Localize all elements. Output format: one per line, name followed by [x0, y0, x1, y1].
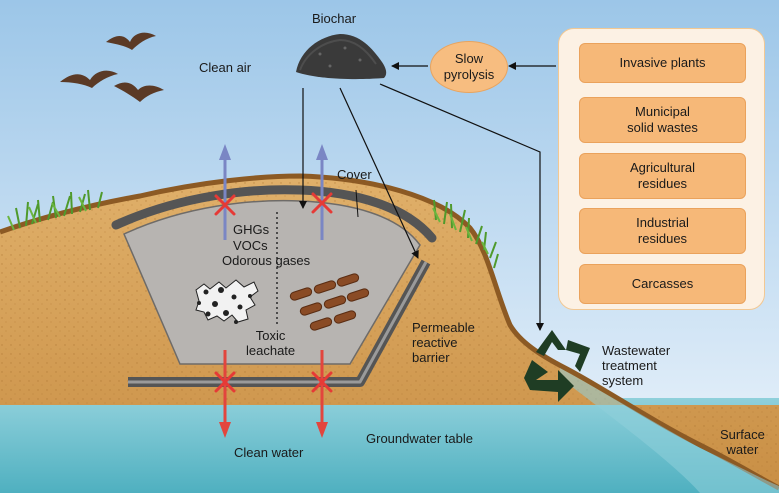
bird-icon — [60, 32, 164, 102]
source-label: Invasive plants — [619, 55, 706, 70]
permeable-reactive-barrier-label: Permeable reactive barrier — [412, 320, 475, 365]
cover-label: Cover — [337, 167, 372, 182]
source-label: Agricultural residues — [629, 160, 696, 191]
biomass-logs-icon — [289, 273, 370, 331]
block-mark-gas-left — [214, 194, 236, 216]
arrow-biochar-to-wastewater — [379, 83, 544, 331]
groundwater — [0, 398, 779, 493]
mixed-waste-icon — [195, 279, 259, 324]
arrow-biochar-to-barrier — [339, 87, 419, 259]
gas-arrow-left — [219, 144, 231, 240]
water-arrow-left — [219, 350, 231, 438]
source-invasive-plants: Invasive plants — [579, 43, 746, 83]
source-label: Industrial residues — [636, 215, 689, 246]
grass-right — [432, 199, 499, 269]
source-label: Carcasses — [631, 276, 694, 291]
grass-left — [7, 189, 103, 231]
wastewater-treatment-system-label: Wastewater treatment system — [602, 343, 671, 388]
ghgs-label: GHGs — [233, 222, 270, 237]
slow-pyrolysis-node: Slow pyrolysis — [430, 41, 508, 93]
source-industrial-residues: Industrial residues — [579, 208, 746, 254]
clean-water-label: Clean water — [234, 445, 304, 460]
surface-water-label: Surface water — [720, 427, 765, 457]
cover-liner — [111, 185, 437, 243]
block-mark-water-right — [311, 371, 333, 393]
toxic-leachate-label: Toxic leachate — [246, 328, 296, 358]
feedstock-panel: Invasive plants Municipal solid wastes A… — [558, 28, 765, 310]
odorous-gases-label: Odorous gases — [222, 253, 311, 268]
source-agricultural-residues: Agricultural residues — [579, 153, 746, 199]
cover-leader-line — [355, 189, 359, 218]
biochar-label: Biochar — [312, 11, 357, 26]
clean-air-label: Clean air — [199, 60, 252, 75]
gas-arrow-right — [316, 144, 328, 240]
surface-water — [560, 368, 779, 493]
source-carcasses: Carcasses — [579, 264, 746, 304]
block-mark-water-left — [214, 371, 236, 393]
topsoil-band — [0, 173, 779, 491]
barrier-highlight — [128, 261, 428, 384]
groundwater-table-label: Groundwater table — [366, 431, 473, 446]
block-mark-gas-right — [311, 192, 333, 214]
recycle-icon — [524, 330, 590, 402]
source-label: Municipal solid wastes — [627, 104, 698, 135]
source-municipal-solid-wastes: Municipal solid wastes — [579, 97, 746, 143]
slow-pyrolysis-label: Slow pyrolysis — [443, 51, 495, 82]
water-arrow-right — [316, 350, 328, 438]
vocs-label: VOCs — [233, 238, 268, 253]
biochar-pile-icon — [296, 34, 387, 80]
